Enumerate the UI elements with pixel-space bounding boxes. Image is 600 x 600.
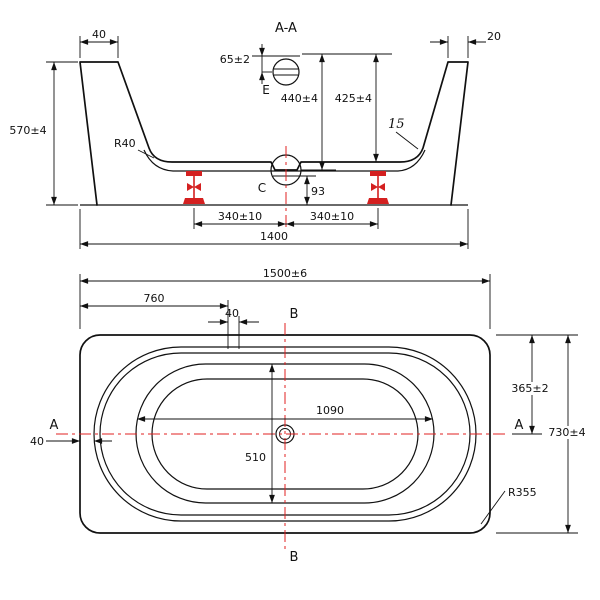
dim-overflow-offset: 40 xyxy=(208,307,259,349)
drain-label: C xyxy=(258,181,266,195)
label-bottom-radius: R40 xyxy=(114,137,155,159)
dim-foot-spacing-right: 340±10 xyxy=(286,208,379,229)
dim-rim-left: 40 xyxy=(79,28,119,58)
adjustable-foot-left xyxy=(182,170,206,205)
dim-text: 1400 xyxy=(260,230,288,243)
section-mark-b-top: B xyxy=(290,307,299,322)
dim-text: 40 xyxy=(225,307,239,320)
dim-text: 570±4 xyxy=(9,124,46,137)
dim-center-offset: 365±2 xyxy=(496,334,578,435)
dim-text: 1500±6 xyxy=(263,267,307,280)
dim-text: R40 xyxy=(114,137,136,150)
dim-plan-length: 1500±6 xyxy=(79,267,491,329)
dim-bowl-length: 1090 xyxy=(137,404,433,422)
overflow-circle xyxy=(272,58,300,86)
overflow-label: E xyxy=(262,83,270,97)
dim-text: 365±2 xyxy=(511,382,548,395)
dim-text: 20 xyxy=(487,30,501,43)
dim-text: 93 xyxy=(311,185,325,198)
section-title: A-A xyxy=(275,21,297,36)
dim-text: 1090 xyxy=(316,404,344,417)
tub-section-outline xyxy=(79,61,469,206)
dim-text: 510 xyxy=(245,451,266,464)
dim-text: 15 xyxy=(388,117,405,132)
dim-text: 65±2 xyxy=(220,53,250,66)
dim-text: 730±4 xyxy=(548,426,585,439)
section-view: A-A 40 20 570±4 65±2 E xyxy=(9,21,501,249)
section-mark-a-right: A xyxy=(515,418,524,433)
dim-text: 340±10 xyxy=(310,210,354,223)
dim-length-overall: 1400 xyxy=(79,209,469,249)
leader-line xyxy=(395,131,419,150)
dim-text: 40 xyxy=(92,28,106,41)
leader-line xyxy=(137,149,155,159)
leader-line xyxy=(480,490,506,525)
dim-text-mask xyxy=(543,426,591,439)
dim-foot-spacing-left: 340±10 xyxy=(193,208,286,229)
dim-depth-total: 440±4 xyxy=(281,53,392,171)
adjustable-foot-right xyxy=(366,170,390,205)
dim-bowl-width: 510 xyxy=(245,363,278,504)
overflow-fitting xyxy=(272,58,300,86)
dim-plan-width: 730±4 xyxy=(496,335,591,534)
section-mark-a-left: A xyxy=(50,418,59,433)
dim-text: 440±4 xyxy=(281,92,318,105)
dim-text-mask xyxy=(506,382,554,395)
dim-text: 40 xyxy=(30,435,44,448)
plan-view: B B A A 1500±6 760 40 365±2 xyxy=(30,267,591,565)
dim-rim-right: 20 xyxy=(430,30,501,58)
dim-side-gap: 40 xyxy=(30,435,112,448)
label-lip: 15 xyxy=(388,117,419,150)
dim-text: 340±10 xyxy=(218,210,262,223)
section-mark-b-bottom: B xyxy=(290,550,299,565)
tub-shell-bottom xyxy=(143,149,426,172)
dim-depth-inner: 425±4 xyxy=(335,54,379,162)
dim-overflow-height: 65±2 xyxy=(220,44,300,84)
dim-text: 760 xyxy=(144,292,165,305)
dim-height-overall: 570±4 xyxy=(9,61,78,206)
dim-deck-left: 760 xyxy=(80,292,229,349)
dim-text: R355 xyxy=(508,486,537,499)
label-end-radius: R355 xyxy=(480,486,537,525)
dim-drain-clearance: 93 xyxy=(299,175,325,205)
dim-text: 425±4 xyxy=(335,92,372,105)
